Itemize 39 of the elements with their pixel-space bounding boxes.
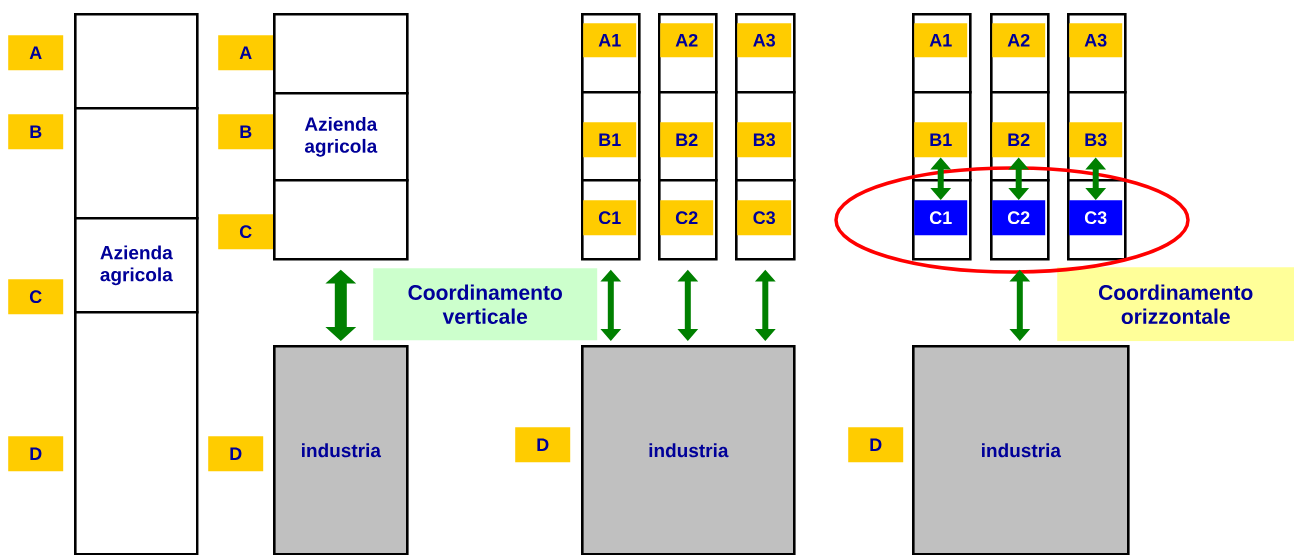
stage-label: C [218, 214, 274, 250]
column-cell [74, 107, 199, 220]
stage-label: A3 [1069, 23, 1123, 58]
stage-label: B2 [660, 122, 714, 158]
stage-label: A1 [583, 23, 637, 58]
highlighted-stage-label: C2 [992, 200, 1046, 236]
stage-label: C [8, 279, 64, 315]
stage-label: D [208, 436, 264, 472]
caption-band: Coordinamento verticale [373, 268, 598, 341]
industry-box: industria [912, 345, 1130, 555]
column-cell [273, 179, 409, 261]
stage-label: B2 [992, 122, 1046, 158]
column-cell [74, 13, 199, 110]
stage-label: A1 [914, 23, 968, 58]
stage-label: C3 [737, 200, 792, 236]
stage-label: A2 [992, 23, 1046, 58]
stage-label: D [515, 427, 571, 463]
column-cell [273, 13, 409, 95]
industry-box: industria [273, 345, 409, 555]
stage-label: A2 [660, 23, 714, 58]
stage-label: A [218, 35, 274, 71]
column-cell: Azienda agricola [273, 92, 409, 182]
highlighted-stage-label: C1 [914, 200, 968, 236]
stage-label: A [8, 35, 64, 71]
stage-label: A3 [737, 23, 792, 58]
stage-label: B [218, 114, 274, 150]
column-cell: Azienda agricola [74, 217, 199, 314]
stage-label: B3 [737, 122, 792, 158]
stage-label: C1 [583, 200, 637, 236]
stage-label: D [8, 436, 64, 472]
stage-label: C2 [660, 200, 714, 236]
stage-label: B1 [914, 122, 968, 158]
stage-label: B [8, 114, 64, 150]
stage-label: D [848, 427, 904, 463]
caption-band: Coordinamento orizzontale [1057, 267, 1294, 342]
stage-label: B1 [583, 122, 637, 158]
stage-label: B3 [1069, 122, 1123, 158]
highlighted-stage-label: C3 [1069, 200, 1123, 236]
industry-box: industria [581, 345, 796, 555]
